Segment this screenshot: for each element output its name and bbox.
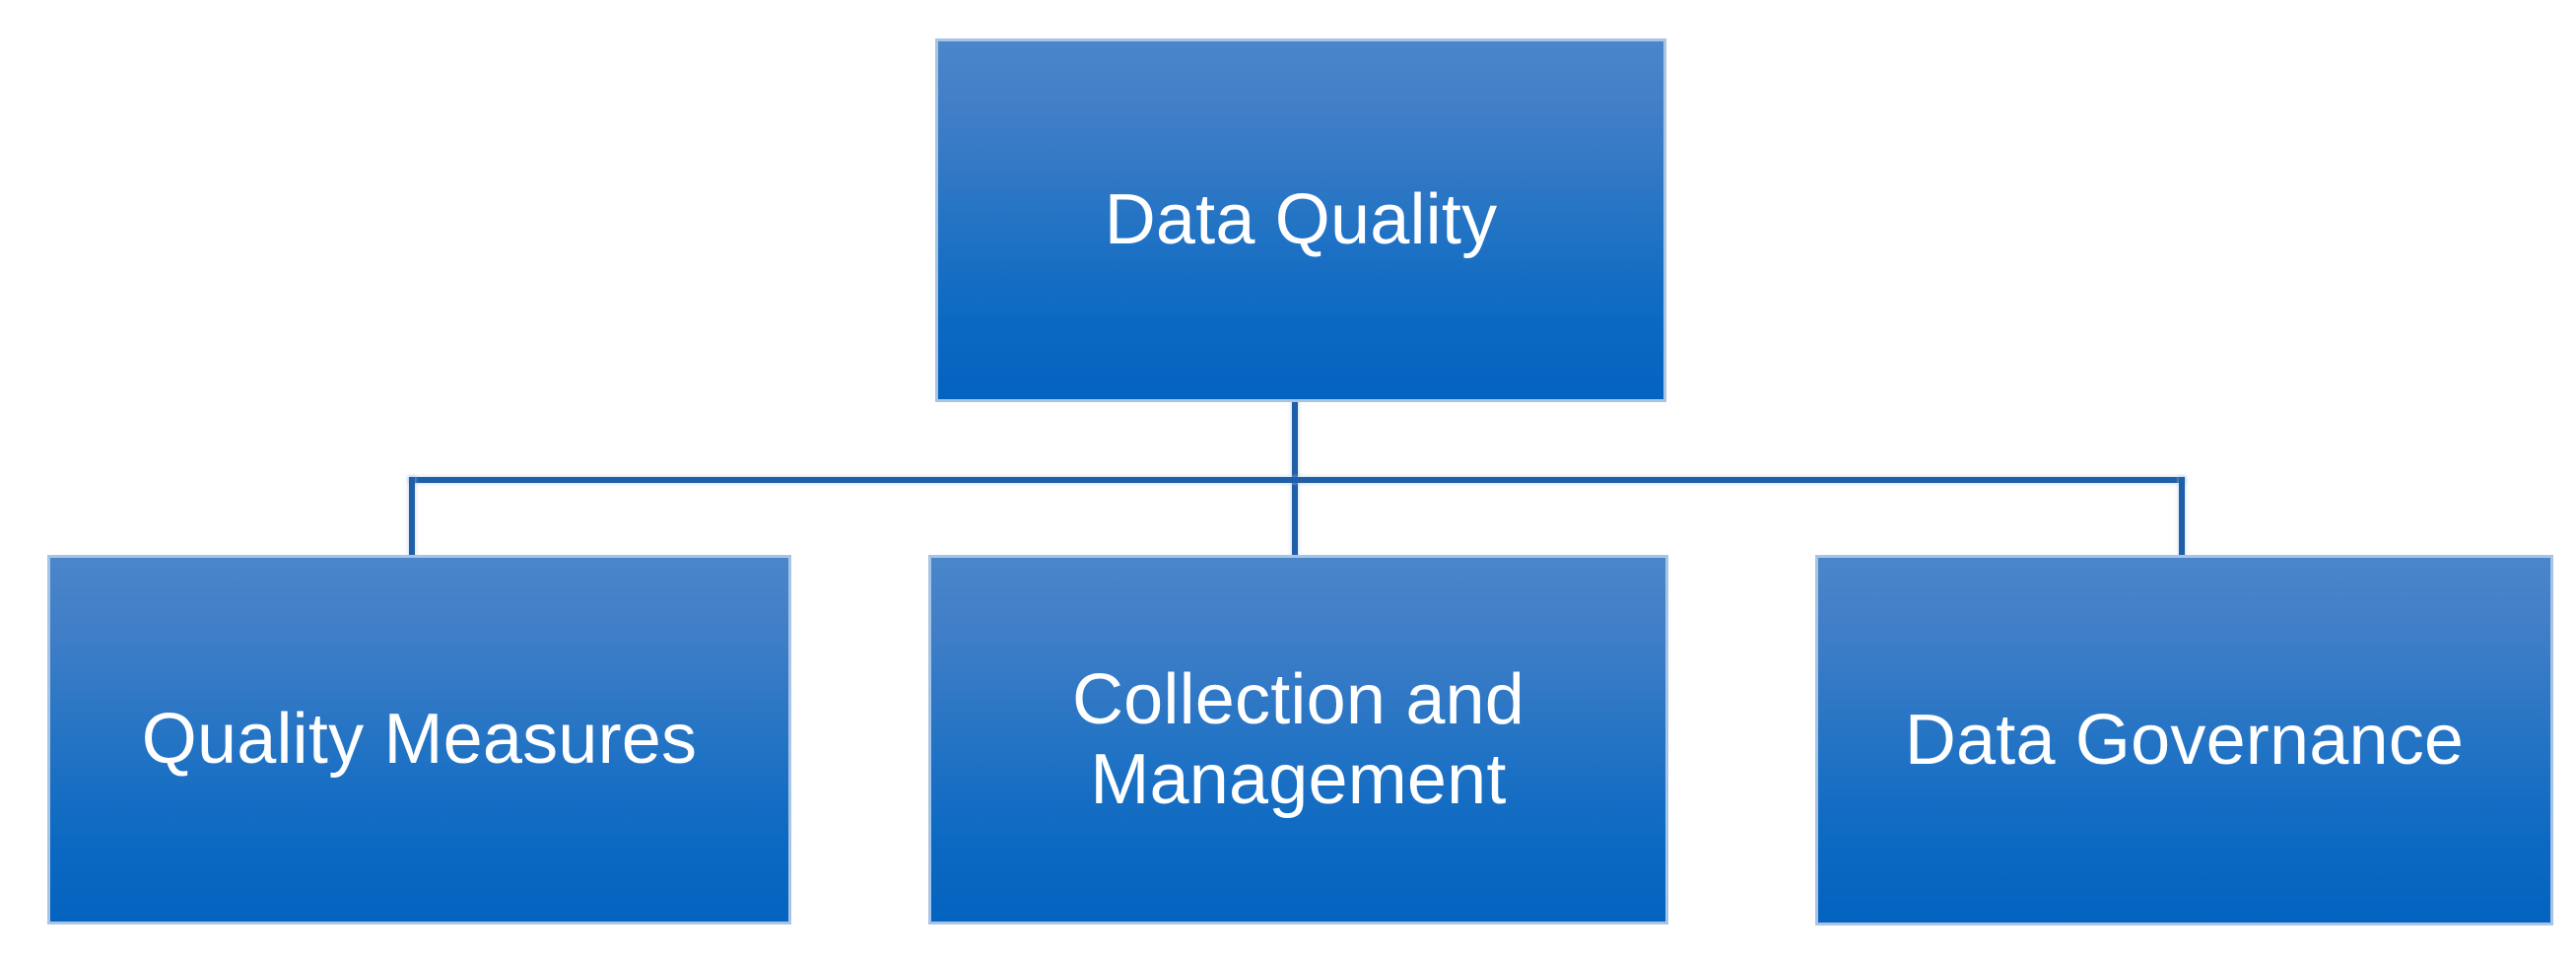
connector-horizontal-bus	[409, 477, 2185, 483]
node-data-governance[interactable]: Data Governance	[1815, 555, 2553, 925]
node-data-governance-label: Data Governance	[1904, 700, 2465, 780]
node-data-quality-label: Data Quality	[1104, 180, 1498, 260]
connector-drop-data-governance	[2179, 477, 2185, 559]
node-collection-and-management-label: Collection and Management	[1071, 659, 1525, 819]
node-data-quality[interactable]: Data Quality	[935, 38, 1666, 402]
node-quality-measures[interactable]: Quality Measures	[47, 555, 791, 924]
node-collection-and-management[interactable]: Collection and Management	[928, 555, 1668, 924]
connector-drop-quality-measures	[409, 477, 415, 559]
node-quality-measures-label: Quality Measures	[141, 700, 698, 780]
